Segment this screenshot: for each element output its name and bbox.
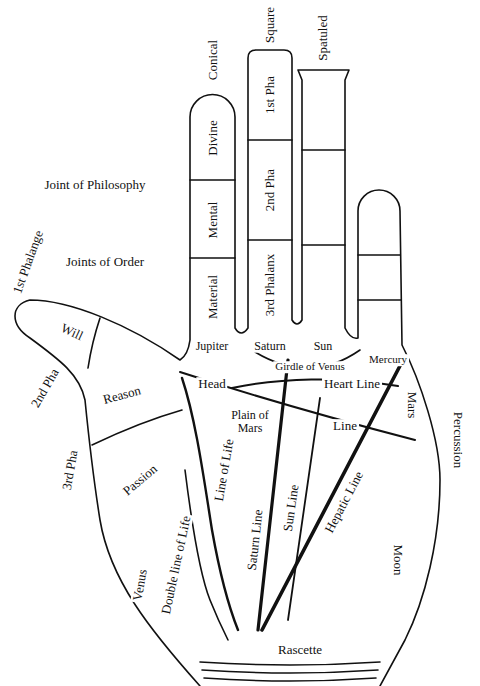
- palm-label: Saturn Line: [245, 507, 266, 573]
- palm-label: Divine: [206, 118, 220, 157]
- palm-label: 1st Phalange: [10, 227, 47, 298]
- wrist-lines: [200, 662, 380, 681]
- palm-label: Saturn: [252, 340, 287, 353]
- palm-label: Heart Line: [322, 377, 382, 391]
- palm-label: Line of Life: [211, 436, 236, 504]
- bracelet-line: [202, 670, 378, 673]
- hepatic-line: [262, 362, 402, 630]
- palm-label: Mars: [405, 390, 419, 421]
- palm-label: Line: [331, 419, 359, 433]
- palm-label: Spatuled: [316, 13, 330, 63]
- palm-label: 2nd Pha: [263, 167, 277, 213]
- palm-label: Head: [196, 377, 227, 391]
- palm-label: Venus: [130, 566, 150, 604]
- palm-label: Percussion: [451, 410, 465, 470]
- palm-label: Joint of Philosophy: [42, 178, 147, 192]
- joint-line: [190, 257, 235, 259]
- palm-label: 3rd Pha: [59, 447, 80, 493]
- palm-label: 3rd Phalanx: [263, 252, 277, 318]
- palm-label: Conical: [206, 38, 220, 82]
- bracelet-line: [204, 678, 376, 681]
- hand-outline: [15, 50, 440, 686]
- joint-line: [190, 179, 235, 181]
- thumb-joint: [88, 318, 100, 368]
- palm-label: Mercury: [367, 354, 409, 366]
- palm-label: Will: [57, 320, 87, 344]
- palm-label: Jupiter: [194, 340, 231, 353]
- palm-label: Material: [206, 273, 220, 321]
- palm-label: Passion: [119, 461, 161, 500]
- palm-label: Girdle of Venus: [273, 361, 346, 373]
- palm-label: Reason: [100, 383, 144, 407]
- joint-line: [248, 139, 292, 141]
- joint-line: [358, 254, 400, 256]
- palm-label: 1st Pha: [263, 74, 277, 116]
- palm-label: Plain of Mars: [222, 409, 278, 434]
- palm-label: Sun: [312, 340, 335, 353]
- joint-line: [302, 149, 345, 151]
- bracelet-line: [200, 662, 380, 665]
- joint-line: [358, 299, 401, 301]
- palm-label: Double line of Life: [159, 513, 194, 618]
- palm-label: 2nd Pha: [28, 365, 63, 412]
- joint-line: [302, 244, 345, 246]
- palm-label: Joints of Order: [64, 255, 146, 269]
- palm-label: Hepatic Line: [321, 467, 366, 537]
- palm-label: Square: [263, 5, 277, 45]
- palm-label: Moon: [391, 542, 405, 577]
- joint-line: [248, 239, 292, 241]
- palm-label: Sun Line: [281, 482, 302, 535]
- thumb-joint: [92, 410, 182, 445]
- palm-lines: [180, 350, 415, 640]
- palm-label: Mental: [206, 200, 220, 241]
- palm-label: Rascette: [276, 643, 324, 657]
